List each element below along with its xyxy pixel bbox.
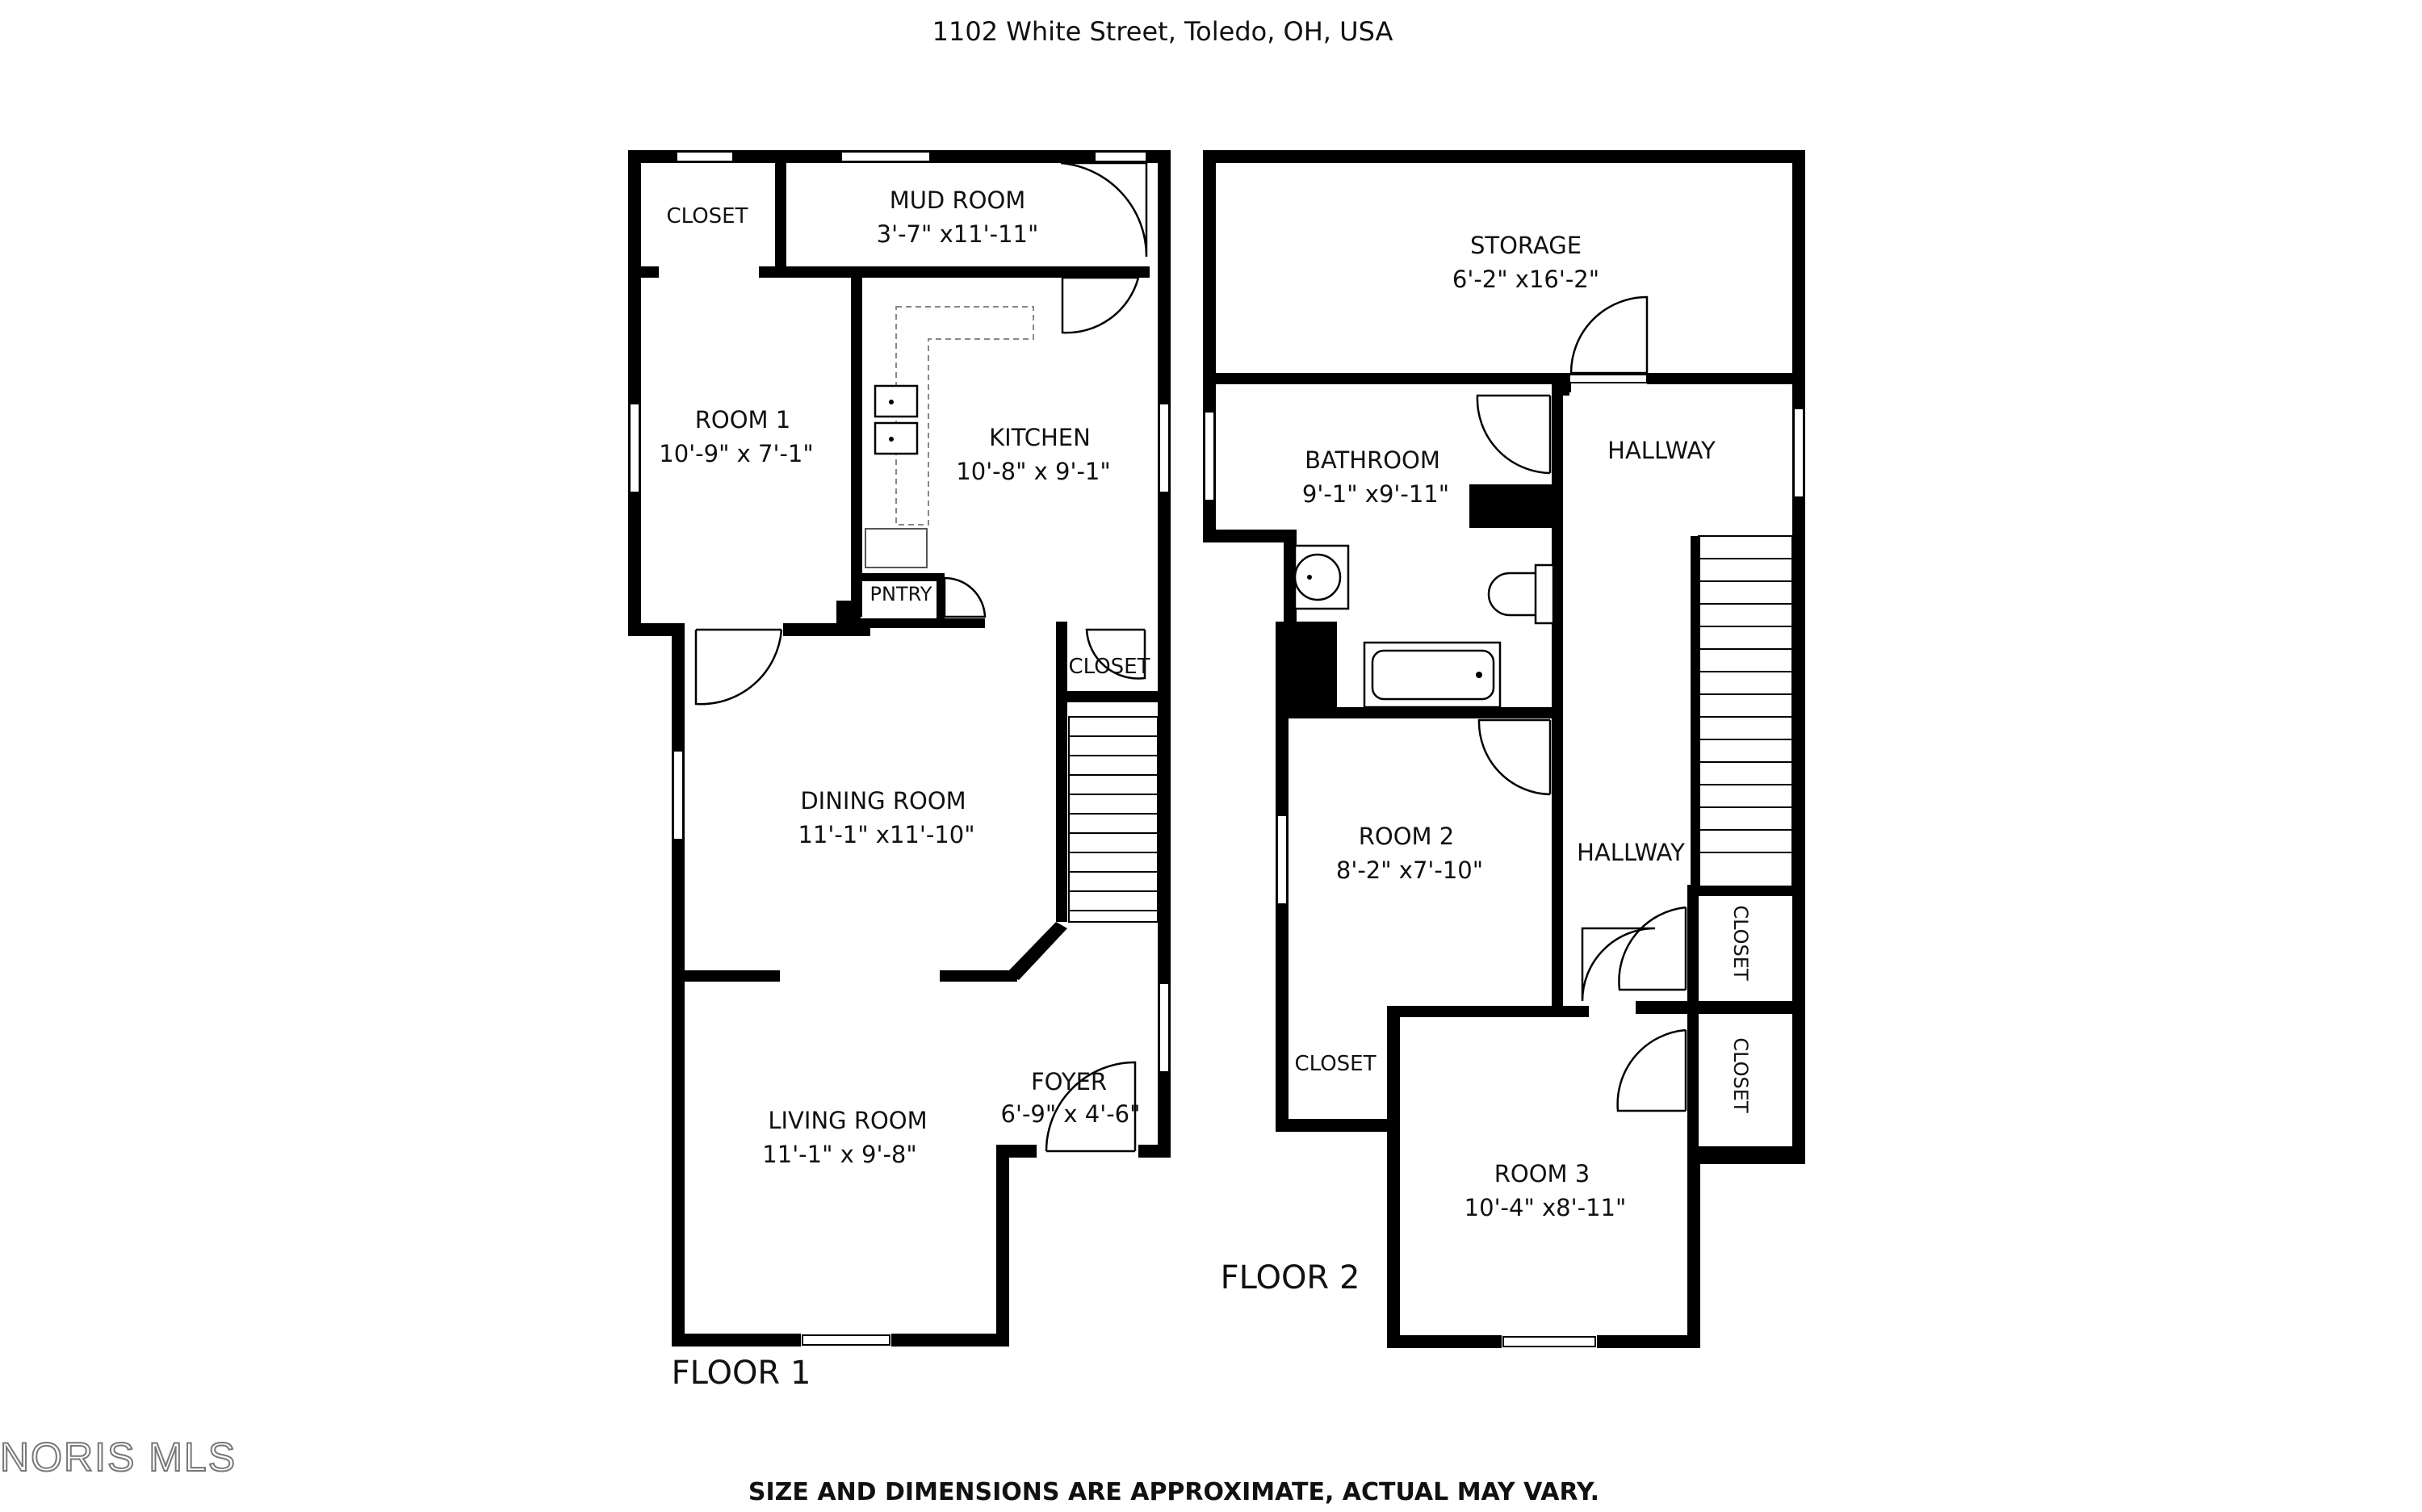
room-name: FOYER [1031, 1068, 1107, 1095]
toilet-tank [1534, 563, 1555, 625]
door-swing [1085, 628, 1146, 680]
door-swing [1616, 1028, 1687, 1112]
window [840, 151, 931, 162]
room-name: CLOSET [1729, 905, 1752, 981]
watermark: NORIS MLS [0, 1435, 237, 1480]
room-name: HALLWAY [1577, 839, 1685, 866]
room-name: CLOSET [1295, 1052, 1377, 1076]
floor2-windows [1204, 374, 1804, 1347]
floor2-doors [1476, 295, 1687, 1112]
window [1569, 374, 1648, 383]
room-dims: 6'-9" x 4'-6" [1001, 1100, 1141, 1128]
room-dims: 3'-7" x11'-11" [877, 220, 1039, 248]
door-swing [1061, 276, 1140, 334]
room-dims: 10'-9" x 7'-1" [659, 440, 813, 467]
room-name: HALLWAY [1607, 437, 1716, 464]
sink-icon [1293, 553, 1342, 601]
room-name: KITCHEN [989, 424, 1091, 451]
room-dims: 11'-1" x 9'-8" [762, 1141, 916, 1168]
door-swing [1060, 161, 1148, 258]
disclaimer: SIZE AND DIMENSIONS ARE APPROXIMATE, ACT… [748, 1478, 1599, 1506]
room-dims: 6'-2" x16'-2" [1452, 266, 1599, 293]
window [676, 151, 734, 162]
room-name: PNTRY [870, 583, 932, 605]
window [673, 750, 684, 840]
door-swing [1045, 1061, 1137, 1153]
door-swing [1477, 718, 1552, 796]
window [1276, 815, 1288, 905]
window [629, 403, 640, 493]
room-dims: 8'-2" x7'-10" [1336, 857, 1483, 884]
window [1159, 403, 1170, 493]
floor1-label: FLOOR 1 [672, 1355, 811, 1392]
door-swing [943, 576, 987, 618]
window [1793, 408, 1804, 498]
door-swing [1476, 394, 1552, 475]
kitchen-sink [874, 421, 919, 455]
window [1502, 1336, 1596, 1347]
floor1-doors [694, 161, 1148, 1153]
room-name: ROOM 2 [1359, 823, 1455, 850]
floor2-labels: STORAGE 6'-2" x16'-2" BATHROOM 9'-1" x9'… [1221, 232, 1752, 1296]
window [1094, 151, 1147, 162]
room-name: CLOSET [1729, 1037, 1752, 1113]
floor1-labels: CLOSET MUD ROOM 3'-7" x11'-11" ROOM 1 10… [659, 186, 1150, 1392]
window [1159, 982, 1170, 1073]
room-name: ROOM 3 [1494, 1160, 1590, 1187]
room-name: BATHROOM [1305, 446, 1440, 474]
floor1-windows [629, 151, 1170, 1346]
floor1-stairs [1068, 716, 1159, 923]
bathroom-fixtures [1293, 544, 1555, 709]
door-swing [1569, 295, 1649, 375]
floor2-stairs [1691, 535, 1793, 887]
room-name: LIVING ROOM [768, 1107, 927, 1134]
room-name: ROOM 1 [695, 406, 791, 433]
room-name: MUD ROOM [890, 186, 1026, 214]
door-swing [1618, 906, 1687, 991]
room-name: DINING ROOM [800, 787, 966, 815]
room-dims: 10'-4" x8'-11" [1465, 1194, 1627, 1221]
address-title: 1102 White Street, Toledo, OH, USA [932, 16, 1393, 47]
window [802, 1334, 890, 1346]
kitchen-sink [874, 384, 919, 418]
floor2-label: FLOOR 2 [1221, 1259, 1360, 1296]
room-name: STORAGE [1470, 232, 1582, 259]
room-name: CLOSET [667, 204, 748, 228]
window [1204, 411, 1215, 501]
room-dims: 9'-1" x9'-11" [1302, 480, 1449, 508]
room-name: CLOSET [1069, 655, 1150, 679]
room-dims: 11'-1" x11'-10" [798, 821, 974, 848]
room-dims: 10'-8" x 9'-1" [956, 458, 1110, 485]
door-swing [1581, 927, 1656, 1002]
door-swing [694, 628, 783, 706]
kitchen-counters [865, 306, 1034, 568]
